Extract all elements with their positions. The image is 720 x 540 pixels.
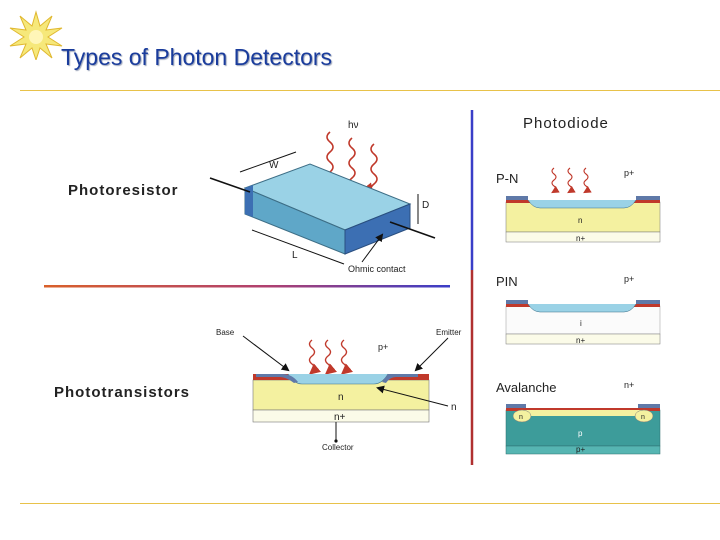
starburst-logo-icon xyxy=(9,10,63,60)
photon-label: hν xyxy=(348,120,359,131)
n-region-label: n xyxy=(338,392,344,403)
vertical-divider xyxy=(470,110,474,465)
contact-pointer xyxy=(361,233,384,263)
length-dimension xyxy=(251,229,345,265)
photodiode-diagrams: Photodiode P-N p+ n n+ PIN p+ i n+ Avala… xyxy=(496,115,661,455)
width-label: W xyxy=(269,160,279,171)
length-label: L xyxy=(292,250,298,261)
pin-label: PIN xyxy=(496,274,518,289)
n-side-label: n xyxy=(451,402,457,413)
photodiode-heading: Photodiode xyxy=(523,115,609,132)
phototransistor-stack xyxy=(252,373,430,423)
collector-label: Collector xyxy=(322,443,354,452)
photoresistor-heading: Photoresistor xyxy=(68,182,179,199)
n-plus-label: n+ xyxy=(334,412,346,423)
n-pointer xyxy=(376,385,449,407)
pin-i-label: i xyxy=(580,319,582,328)
pin-nplus-label: n+ xyxy=(576,336,585,345)
pn-photodiode: P-N p+ n n+ xyxy=(496,167,661,243)
base-pointer xyxy=(242,335,290,372)
pin-photodiode: PIN p+ i n+ xyxy=(496,274,661,345)
depth-label: D xyxy=(422,200,429,211)
pn-nplus-label: n+ xyxy=(576,234,585,243)
emitter-pointer xyxy=(414,337,449,372)
contact-label: Ohmic contact xyxy=(348,264,406,274)
base-label: Base xyxy=(216,328,235,337)
avalanche-left-n: n xyxy=(519,414,523,421)
photon-waves xyxy=(308,339,354,375)
pn-top-label: p+ xyxy=(624,168,634,178)
emitter-label: Emitter xyxy=(436,328,462,337)
pn-n-label: n xyxy=(578,216,582,225)
avalanche-top-label: n+ xyxy=(624,380,634,390)
avalanche-pplus-label: p+ xyxy=(576,445,585,454)
avalanche-label: Avalanche xyxy=(496,380,556,395)
title-underline xyxy=(20,90,720,91)
width-dimension xyxy=(239,151,297,173)
avalanche-photodiode: Avalanche n+ n n p p+ xyxy=(496,380,661,455)
photoresistor-diagram: Photoresistor hν W D L Ohmic contact xyxy=(68,120,436,274)
pin-top-label: p+ xyxy=(624,274,634,284)
horizontal-divider xyxy=(44,285,450,288)
right-lead xyxy=(389,221,436,239)
phototransistor-heading: Phototransistors xyxy=(54,384,190,401)
slide-title: Types of Photon Detectors xyxy=(61,44,333,70)
pn-label: P-N xyxy=(496,171,518,186)
footer-rule xyxy=(20,503,720,504)
avalanche-right-n: n xyxy=(641,414,645,421)
left-lead xyxy=(209,177,251,193)
p-plus-label: p+ xyxy=(378,342,388,352)
avalanche-p-label: p xyxy=(578,429,583,438)
photoresistor-block xyxy=(243,163,412,255)
phototransistor-diagram: Phototransistors Base Emitter p+ n n+ n … xyxy=(54,328,462,452)
